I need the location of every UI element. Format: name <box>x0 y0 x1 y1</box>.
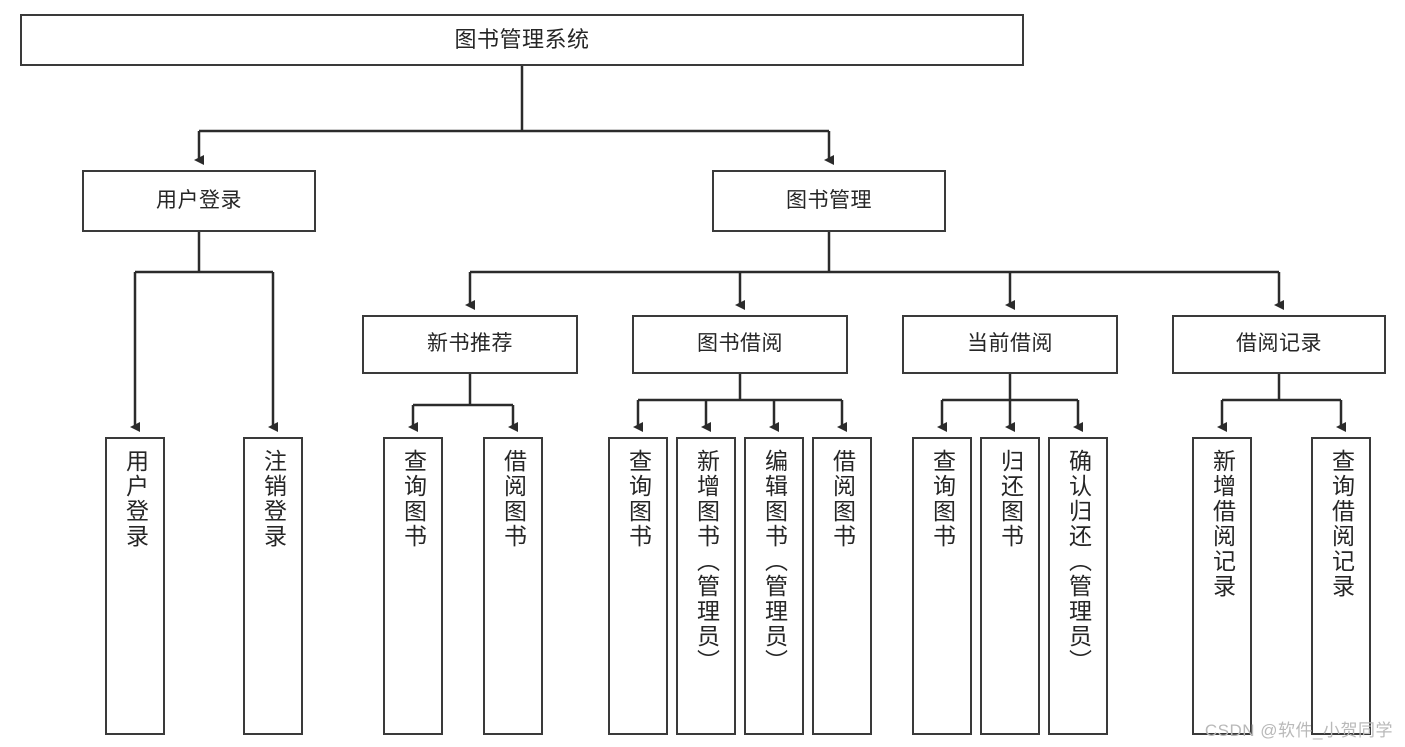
node-label: 用户登录 <box>156 188 242 212</box>
node-label: 当前借阅 <box>967 332 1053 356</box>
node-leaf-query-book-3[interactable]: 查询图书 <box>912 437 972 735</box>
node-leaf-confirm-return[interactable]: 确认归还（管理员） <box>1048 437 1108 735</box>
node-label: 查询借阅记录 <box>1328 449 1355 599</box>
node-label: 图书管理 <box>786 188 872 212</box>
node-book-borrow[interactable]: 图书借阅 <box>632 315 848 374</box>
node-label: 借阅图书 <box>500 449 527 549</box>
watermark-text: CSDN @软件_小贺同学 <box>1204 721 1393 740</box>
node-root-system[interactable]: 图书管理系统 <box>20 14 1024 66</box>
node-label: 新增图书（管理员） <box>693 449 720 674</box>
node-leaf-logout[interactable]: 注销登录 <box>243 437 303 735</box>
node-leaf-return-book[interactable]: 归还图书 <box>980 437 1040 735</box>
node-label: 新增借阅记录 <box>1209 449 1236 599</box>
node-leaf-add-book[interactable]: 新增图书（管理员） <box>676 437 736 735</box>
node-leaf-borrow-book-1[interactable]: 借阅图书 <box>483 437 543 735</box>
node-label: 借阅记录 <box>1236 332 1322 356</box>
node-leaf-query-book-1[interactable]: 查询图书 <box>383 437 443 735</box>
node-borrow-record[interactable]: 借阅记录 <box>1172 315 1386 374</box>
node-label: 确认归还（管理员） <box>1065 449 1092 674</box>
node-book-manage[interactable]: 图书管理 <box>712 170 946 232</box>
node-label: 注销登录 <box>260 449 287 549</box>
node-label: 新书推荐 <box>427 332 513 356</box>
node-label: 借阅图书 <box>829 449 856 549</box>
node-label: 图书管理系统 <box>454 27 590 53</box>
node-current-borrow[interactable]: 当前借阅 <box>902 315 1118 374</box>
node-label: 用户登录 <box>122 449 149 549</box>
node-leaf-edit-book[interactable]: 编辑图书（管理员） <box>744 437 804 735</box>
node-leaf-user-login[interactable]: 用户登录 <box>105 437 165 735</box>
node-label: 查询图书 <box>625 449 652 549</box>
node-label: 图书借阅 <box>697 332 783 356</box>
node-leaf-query-record[interactable]: 查询借阅记录 <box>1311 437 1371 735</box>
node-leaf-add-record[interactable]: 新增借阅记录 <box>1192 437 1252 735</box>
node-label: 归还图书 <box>997 449 1024 549</box>
node-user-login[interactable]: 用户登录 <box>82 170 316 232</box>
node-leaf-borrow-book-2[interactable]: 借阅图书 <box>812 437 872 735</box>
node-new-book-recommend[interactable]: 新书推荐 <box>362 315 578 374</box>
node-leaf-query-book-2[interactable]: 查询图书 <box>608 437 668 735</box>
node-label: 查询图书 <box>400 449 427 549</box>
node-label: 编辑图书（管理员） <box>761 449 788 674</box>
node-label: 查询图书 <box>929 449 956 549</box>
